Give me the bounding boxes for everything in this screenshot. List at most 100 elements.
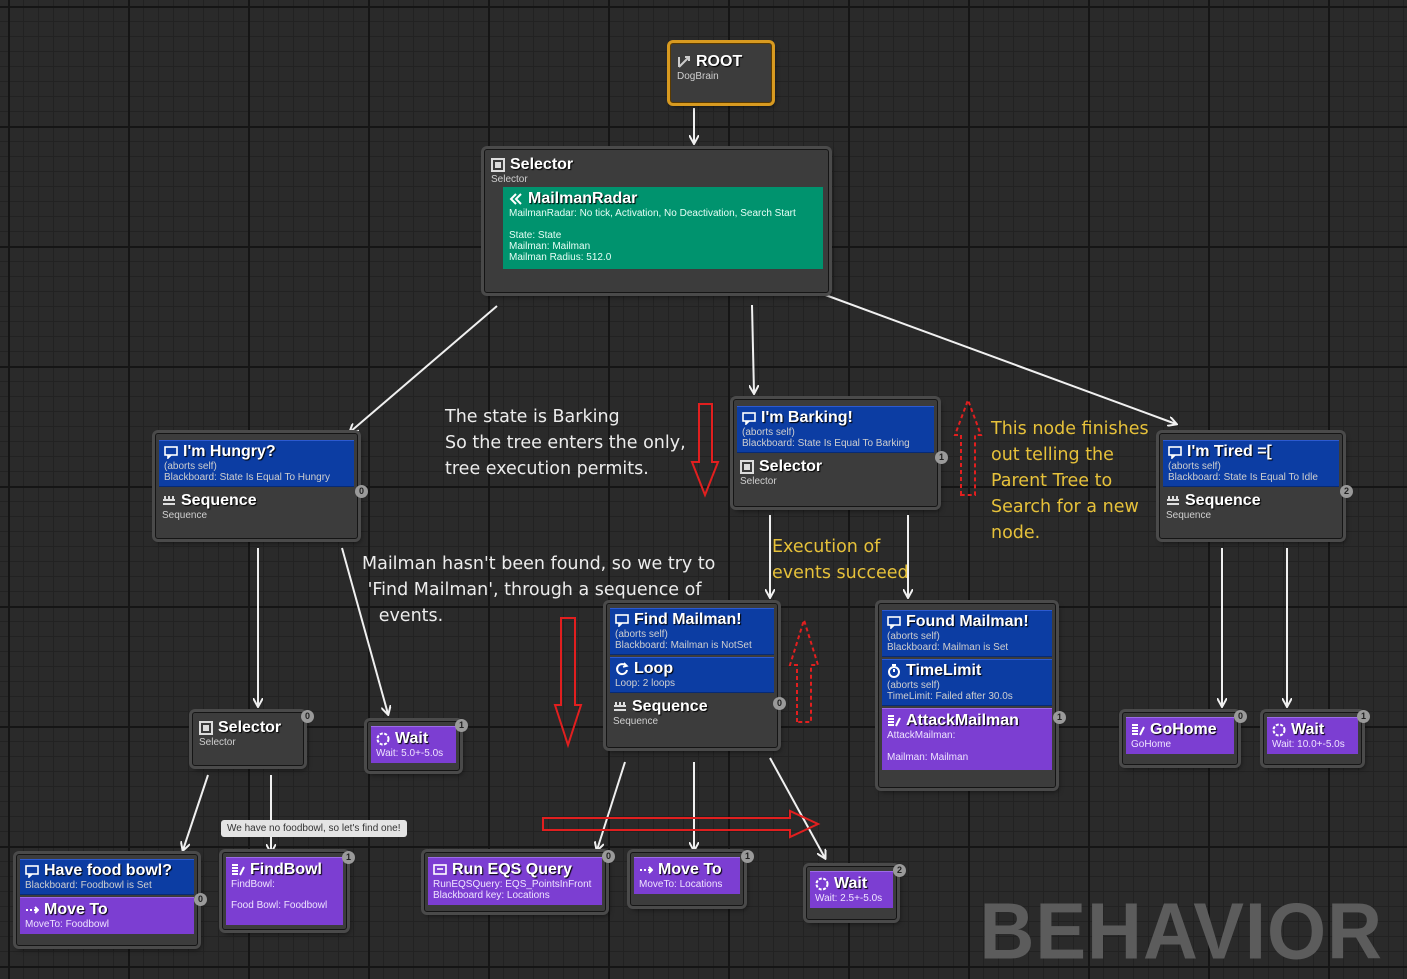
red-arrow-up-1	[953, 397, 983, 496]
barking-decorator-condition: Blackboard: State Is Equal To Barking	[742, 438, 910, 449]
annotation-node-finishes: This node finishes out telling the Paren…	[991, 419, 1149, 543]
annotation-barking-state: The state is Barking So the tree enters …	[445, 407, 686, 479]
run-eqs-query-desc: RunEQSQuery: EQS_PointsInFront	[433, 879, 592, 890]
wait-d-subtitle: Wait: 10.0+-5.0s	[1272, 739, 1345, 750]
barking-selector-node[interactable]: I'm Barking! (aborts self) Blackboard: S…	[733, 399, 938, 507]
hungry-decorator[interactable]: I'm Hungry? (aborts self) Blackboard: St…	[159, 440, 354, 487]
edge-find-wait	[769, 757, 825, 858]
red-arrow-down-2	[553, 617, 583, 749]
moveto-icon	[25, 903, 39, 917]
decorator-icon	[1168, 445, 1182, 459]
found-mailman-decorator[interactable]: Found Mailman! (aborts self) Blackboard:…	[882, 610, 1052, 657]
hungry-decorator-title: I'm Hungry?	[183, 443, 276, 460]
moveto-locations-subtitle: MoveTo: Locations	[639, 879, 723, 890]
findbowl-order-badge: 1	[342, 851, 355, 864]
found-mailman-aborts: (aborts self)	[887, 631, 940, 642]
found-mailman-title: Found Mailman!	[906, 613, 1029, 630]
selector-small-node[interactable]: Selector Selector	[192, 712, 304, 766]
selector-main-node[interactable]: Selector Selector MailmanRadar MailmanRa…	[484, 149, 829, 293]
gohome-node[interactable]: GoHome GoHome	[1122, 712, 1238, 765]
moveto-locations-order-badge: 1	[741, 850, 754, 863]
loop-decorator[interactable]: Loop Loop: 2 loops	[610, 657, 774, 693]
service-title: MailmanRadar	[528, 190, 638, 207]
wait-d-title: Wait	[1291, 721, 1325, 738]
tired-sequence-node[interactable]: I'm Tired =[ (aborts self) Blackboard: S…	[1159, 433, 1343, 539]
moveto-locations-node[interactable]: Move To MoveTo: Locations	[630, 852, 744, 906]
wait-node-a[interactable]: Wait Wait: 5.0+-5.0s	[367, 721, 460, 771]
foodbowl-condition: Blackboard: Foodbowl is Set	[25, 880, 152, 891]
sequence-icon	[162, 494, 176, 508]
tired-sequence-subtitle: Sequence	[1166, 510, 1212, 521]
task-icon	[1131, 723, 1145, 737]
tired-decorator-title: I'm Tired =[	[1187, 443, 1272, 460]
timelimit-title: TimeLimit	[906, 662, 982, 679]
root-title: ROOT	[696, 53, 743, 70]
wait-node-c[interactable]: Wait Wait: 2.5+-5.0s	[806, 866, 897, 920]
timelimit-decorator[interactable]: TimeLimit (aborts self) TimeLimit: Faile…	[882, 659, 1052, 706]
selector-main-subtitle: Selector	[491, 174, 528, 185]
wait-c-order-badge: 2	[893, 864, 906, 877]
behavior-watermark: BEHAVIOR	[979, 886, 1383, 977]
gohome-order-badge: 0	[1234, 710, 1247, 723]
decorator-icon	[887, 615, 901, 629]
barking-selector-title: Selector	[759, 458, 823, 475]
wait-icon	[815, 877, 829, 891]
hungry-decorator-aborts: (aborts self)	[164, 461, 217, 472]
red-arrow-right	[542, 809, 821, 839]
tired-decorator-aborts: (aborts self)	[1168, 461, 1221, 472]
found-mailman-condition: Blackboard: Mailman is Set	[887, 642, 1009, 653]
eqs-icon	[433, 863, 447, 877]
wait-icon	[376, 732, 390, 746]
loop-title: Loop	[634, 660, 674, 677]
foodbowl-moveto-node[interactable]: Have food bowl? Blackboard: Foodbowl is …	[16, 854, 198, 946]
task-icon	[231, 863, 245, 877]
selector-icon	[199, 721, 213, 735]
wait-a-order-badge: 1	[455, 719, 468, 732]
foodbowl-order-badge: 0	[194, 893, 207, 906]
findbowl-node[interactable]: FindBowl FindBowl: Food Bowl: Foodbowl	[222, 852, 347, 930]
red-arrow-up-2	[788, 616, 820, 723]
wait-a-subtitle: Wait: 5.0+-5.0s	[376, 748, 444, 759]
moveto-locations-title: Move To	[658, 861, 722, 878]
selector-main-title: Selector	[510, 156, 574, 173]
timelimit-condition: TimeLimit: Failed after 30.0s	[887, 691, 1013, 702]
found-mailman-attack-node[interactable]: Found Mailman! (aborts self) Blackboard:…	[878, 603, 1056, 788]
find-mailman-condition: Blackboard: Mailman is NotSet	[615, 640, 752, 651]
decorator-icon	[164, 445, 178, 459]
tired-decorator[interactable]: I'm Tired =[ (aborts self) Blackboard: S…	[1163, 440, 1339, 487]
wait-c-title: Wait	[834, 875, 868, 892]
wait-node-d[interactable]: Wait Wait: 10.0+-5.0s	[1263, 712, 1362, 765]
decorator-icon	[615, 613, 629, 627]
root-subtitle: DogBrain	[677, 71, 719, 82]
edge-selector-hungry	[350, 305, 498, 432]
root-node[interactable]: ROOT DogBrain	[670, 43, 772, 103]
selector-icon	[740, 460, 754, 474]
moveto-foodbowl-title: Move To	[44, 901, 108, 918]
foodbowl-decorator[interactable]: Have food bowl? Blackboard: Foodbowl is …	[20, 859, 194, 895]
hungry-sequence-title: Sequence	[181, 492, 257, 509]
barking-order-badge: 1	[935, 451, 948, 464]
service-mailmanradar[interactable]: MailmanRadar MailmanRadar: No tick, Acti…	[503, 187, 823, 269]
find-mailman-sequence-node[interactable]: Find Mailman! (aborts self) Blackboard: …	[606, 603, 778, 748]
run-eqs-query-order-badge: 0	[602, 850, 615, 863]
attack-mailman-task[interactable]: AttackMailman AttackMailman: Mailman: Ma…	[882, 708, 1052, 770]
find-mailman-sequence-subtitle: Sequence	[613, 716, 659, 727]
hungry-sequence-node[interactable]: I'm Hungry? (aborts self) Blackboard: St…	[155, 433, 358, 539]
selector-small-title: Selector	[218, 719, 282, 736]
barking-decorator[interactable]: I'm Barking! (aborts self) Blackboard: S…	[737, 406, 934, 453]
root-icon	[677, 55, 691, 69]
gohome-subtitle: GoHome	[1131, 739, 1172, 750]
attack-mailman-title: AttackMailman	[906, 712, 1019, 729]
selector-small-subtitle: Selector	[199, 737, 236, 748]
find-mailman-decorator[interactable]: Find Mailman! (aborts self) Blackboard: …	[610, 608, 774, 655]
find-mailman-aborts: (aborts self)	[615, 629, 668, 640]
decorator-icon	[742, 411, 756, 425]
selector-small-order-badge: 0	[301, 710, 314, 723]
service-line-radius: Mailman Radius: 512.0	[509, 252, 612, 263]
barking-selector-subtitle: Selector	[740, 476, 777, 487]
run-eqs-query-node[interactable]: Run EQS Query RunEQSQuery: EQS_PointsInF…	[424, 852, 606, 912]
moveto-foodbowl-task[interactable]: Move To MoveTo: Foodbowl	[20, 897, 194, 934]
find-mailman-title: Find Mailman!	[634, 611, 742, 628]
